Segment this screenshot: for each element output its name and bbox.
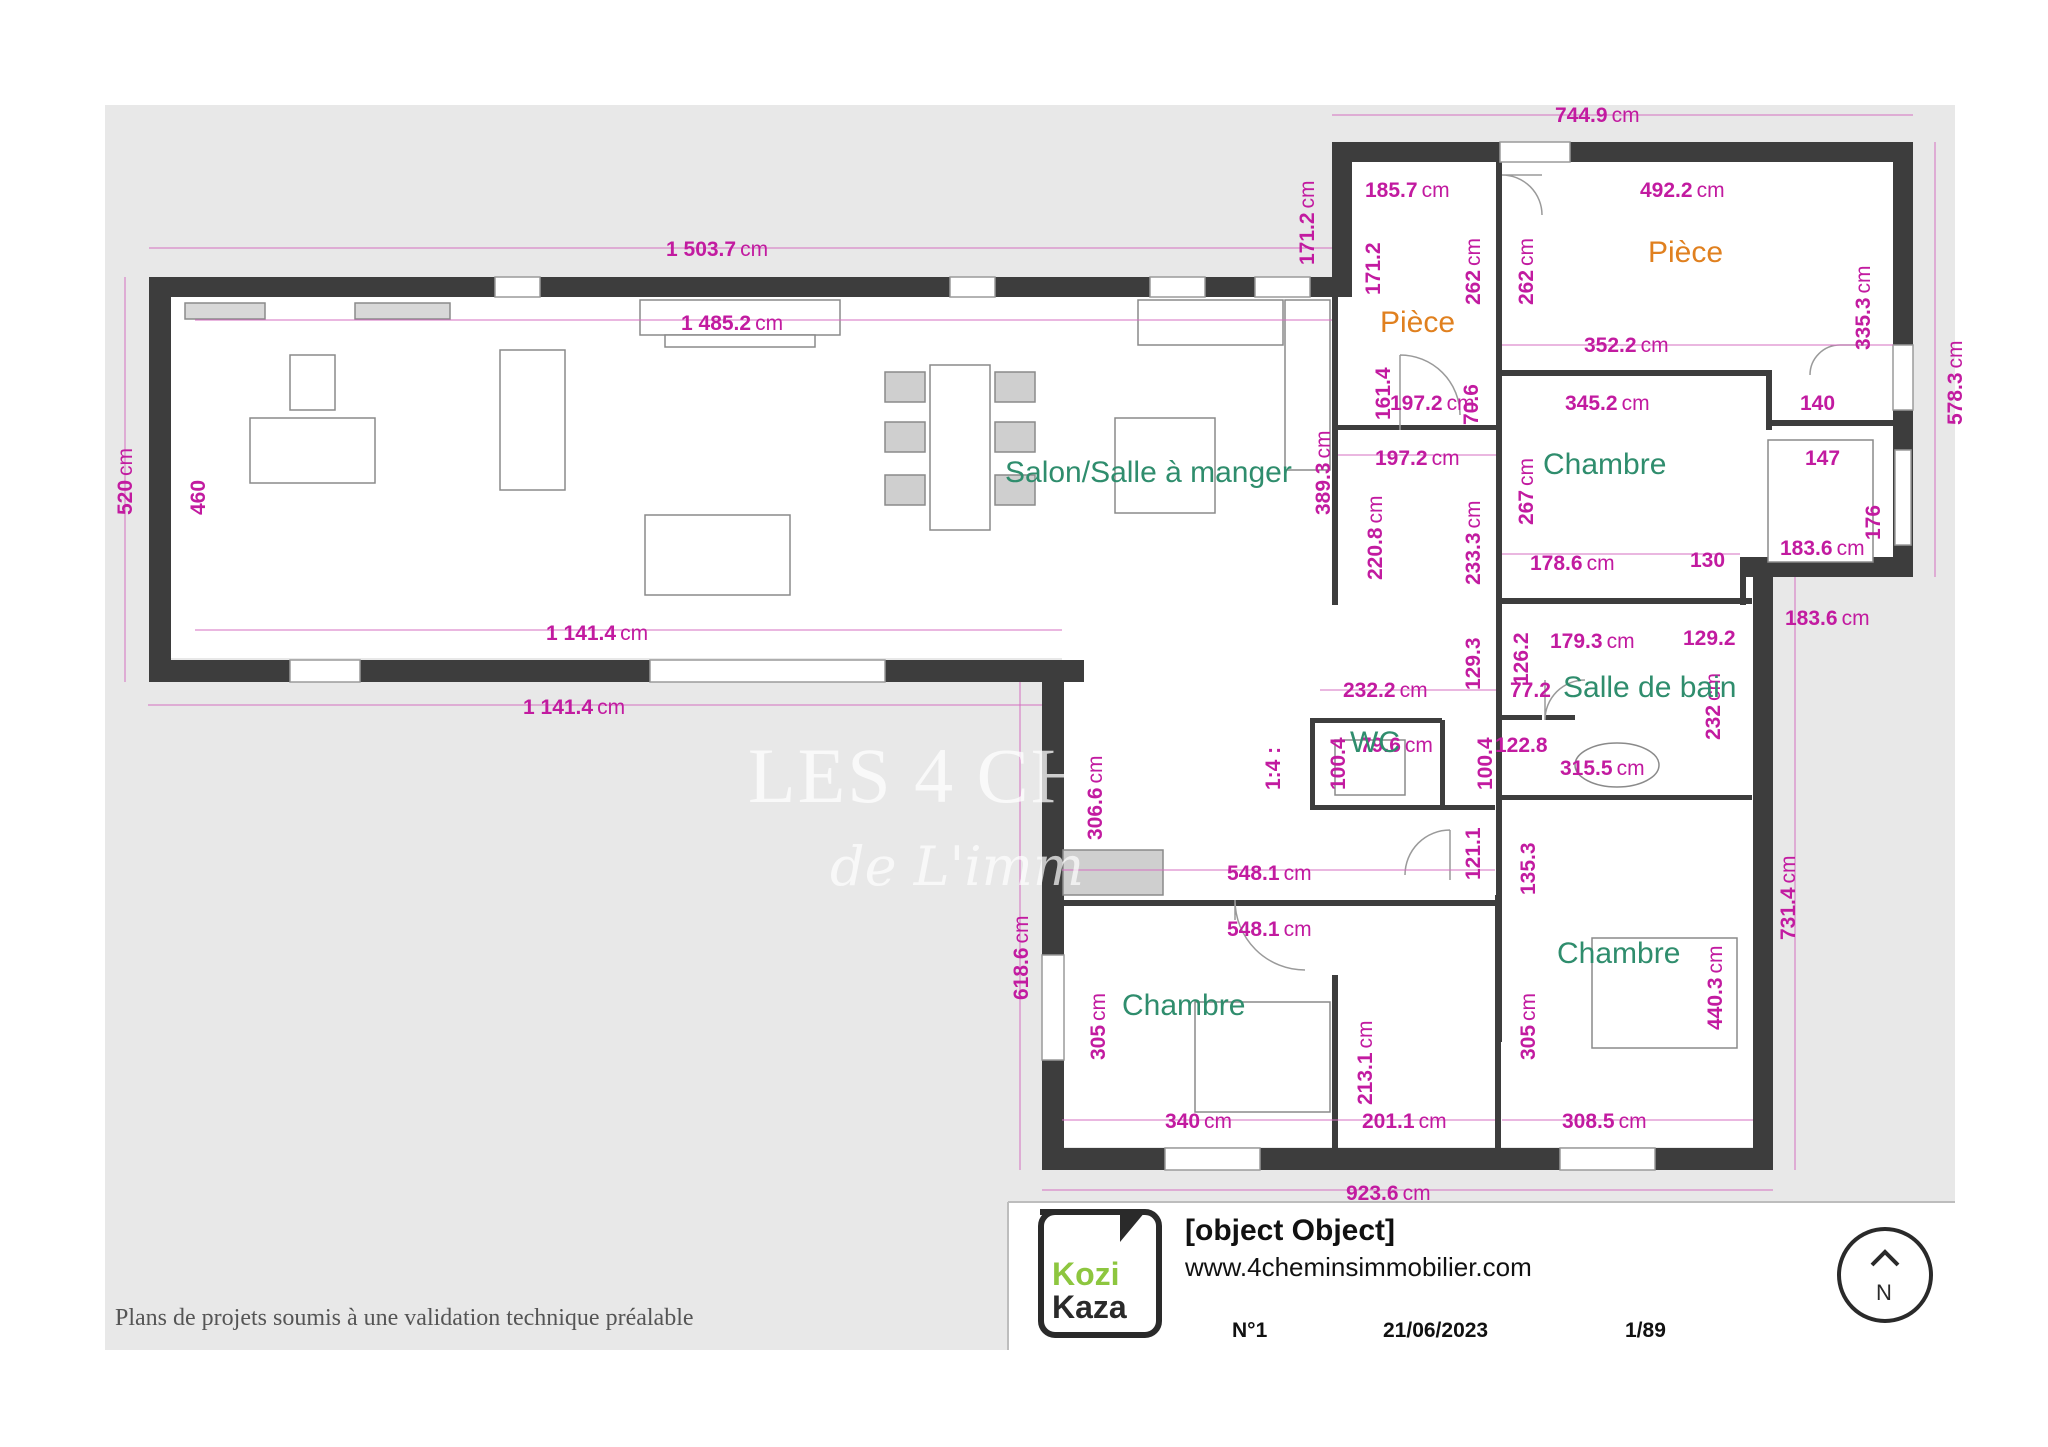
dim-wc-1004a: 100.4	[1327, 737, 1350, 790]
dim-corr-1211: 121.1	[1462, 827, 1485, 880]
dim-piece1-rh: 262cm	[1462, 238, 1485, 305]
dim-ch1-176: 176	[1862, 505, 1885, 540]
north-label: N	[1876, 1280, 1892, 1305]
dim-left-inner: 460	[187, 480, 210, 515]
kozi-kaza-logo: Kozi Kaza	[1038, 1209, 1162, 1338]
watermark-line1: LES 4 CH	[748, 732, 1089, 819]
dim-tower-height: 171.2cm	[1296, 180, 1319, 265]
logo-kozi: Kozi	[1052, 1256, 1120, 1292]
room-piece-large-label: Pièce	[1648, 236, 1723, 269]
dim-ch1-h: 267cm	[1515, 458, 1538, 525]
logo-kaza: Kaza	[1052, 1289, 1127, 1325]
dim-piece1-height: 171.2	[1362, 242, 1385, 295]
dim-small-706: 70.6	[1460, 384, 1483, 425]
dim-left-6186: 618.6cm	[1010, 915, 1033, 1000]
dim-ch3-305: 305cm	[1517, 993, 1540, 1060]
dim-sdb-1292: 129.2	[1683, 627, 1736, 650]
room-labels: Salon/Salle à manger Pièce Pièce Chambre…	[1005, 236, 1736, 1022]
dim-sdb-232: 232cm	[1702, 673, 1725, 740]
dim-corr-3066: 306.6cm	[1084, 755, 1107, 840]
plan-title: [object Object]	[1185, 1214, 1395, 1247]
dim-wall-389: 389.3cm	[1312, 430, 1335, 515]
room-chambre-2-label: Chambre	[1122, 989, 1245, 1022]
dim-hall-220: 220.8cm	[1364, 495, 1387, 580]
plan-number: N°1	[1232, 1319, 1268, 1342]
furniture	[184, 299, 1874, 1113]
dim-right-outer: 578.3cm	[1944, 340, 1967, 425]
room-chambre-1-label: Chambre	[1543, 448, 1666, 481]
room-chambre-3-label: Chambre	[1557, 937, 1680, 970]
dim-piece2-notch: 140	[1800, 392, 1835, 415]
dim-wc-1228: 122.8	[1495, 734, 1548, 757]
watermark-line2: de L'imm	[830, 835, 1084, 898]
north-arrow-icon: N	[1837, 1227, 1933, 1323]
windows	[289, 141, 1914, 1171]
dim-small-161: 161.4	[1372, 367, 1395, 420]
dimension-lines	[124, 114, 1936, 1191]
room-wc-label: WC	[1350, 726, 1400, 759]
dim-ch1-130: 130	[1690, 549, 1725, 572]
dim-hall-233: 233.3cm	[1462, 500, 1485, 585]
dim-wc-1004b: 100.4	[1474, 737, 1497, 790]
dim-left-outer: 520cm	[114, 448, 137, 515]
dim-hall-1293: 129.3	[1462, 637, 1485, 690]
title-block: Kozi Kaza [object Object] www.4cheminsim…	[1007, 1201, 1955, 1350]
validation-footnote: Plans de projets soumis à une validation…	[115, 1305, 694, 1331]
room-piece-small-label: Pièce	[1380, 306, 1455, 339]
dim-hall-114: 1:4 :	[1262, 747, 1285, 790]
dim-ch3-1353: 135.3	[1517, 842, 1540, 895]
dim-piece2-lh: 262cm	[1515, 238, 1538, 305]
interior-walls	[1062, 162, 1897, 1150]
dim-ch2-2131: 213.1cm	[1354, 1020, 1377, 1105]
plan-scale: 1/89	[1625, 1319, 1666, 1342]
room-salon-label: Salon/Salle à manger	[1005, 456, 1292, 489]
dim-right-7314: 731.4cm	[1777, 855, 1800, 940]
website-url: www.4cheminsimmobilier.com	[1184, 1252, 1532, 1282]
room-sdb-label: Salle de bain	[1563, 671, 1736, 704]
dim-ch3-4403: 440.3cm	[1704, 945, 1727, 1030]
dim-sdb-772: 77.2	[1510, 679, 1551, 702]
watermark: LES 4 CH de L'imm	[748, 732, 1089, 898]
dim-ch1-147: 147	[1805, 447, 1840, 470]
dim-ch2-305: 305cm	[1087, 993, 1110, 1060]
plan-date: 21/06/2023	[1383, 1319, 1488, 1342]
dim-sdb-1262: 126.2	[1510, 632, 1533, 685]
dim-piece2-rh: 335.3cm	[1852, 265, 1875, 350]
